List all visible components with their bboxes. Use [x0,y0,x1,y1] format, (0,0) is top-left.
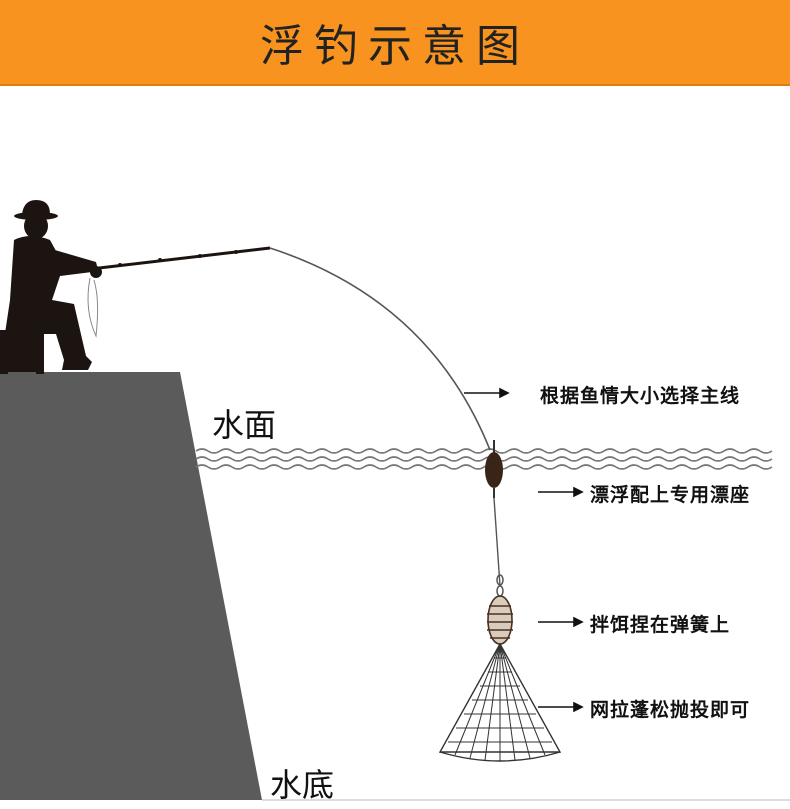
cast-net [438,642,562,762]
water-surface-waves [195,448,773,470]
water-surface-label: 水面 [212,406,277,444]
float-bobber [485,440,503,498]
rod-guides [118,250,238,267]
bait-spring-cage [487,595,513,645]
fishing-rod [81,246,271,272]
annotation-net: 网拉蓬松抛投即可 [590,699,751,721]
annotation-main-line: 根据鱼情大小选择主线 [540,385,741,407]
diagram-title: 浮钓示意图 [260,21,530,72]
water-bottom-label: 水底 [270,766,335,804]
fisherman-silhouette [0,200,98,374]
fishing-scene [0,200,790,801]
annotation-bait-spring: 拌饵捏在弹簧上 [590,614,731,636]
annotation-float: 漂浮配上专用漂座 [590,484,751,506]
main-line [269,247,491,451]
reel [90,266,102,278]
leader-line [493,497,501,587]
riverbank [0,372,262,800]
title-banner: 浮钓示意图 [0,0,790,86]
annotation-arrows [464,387,584,713]
